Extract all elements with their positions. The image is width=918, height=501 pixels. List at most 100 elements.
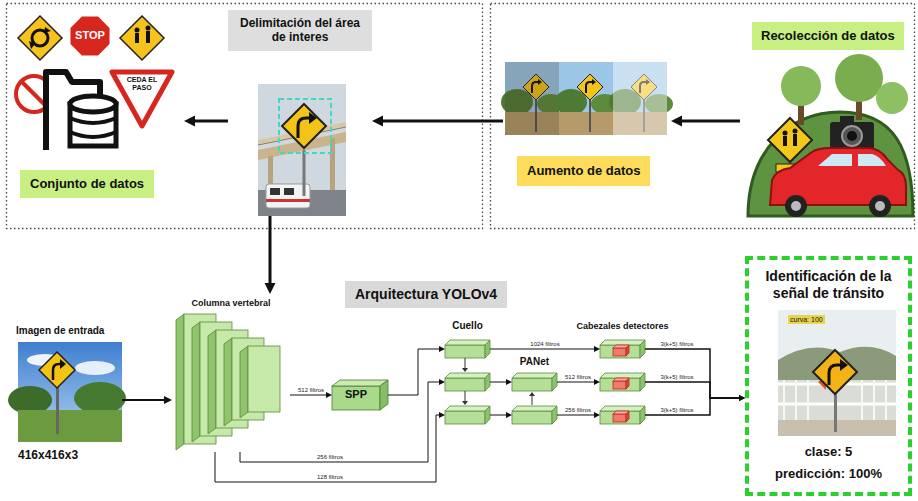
- connector-line: [290, 395, 326, 396]
- input-size: 416x416x3: [18, 448, 78, 462]
- stage-tag: Delimitación del área de interes: [228, 10, 372, 51]
- connector: [671, 116, 740, 127]
- label-holder: 3(k+5) filtros: [659, 374, 694, 381]
- detector-blocks: [600, 340, 645, 424]
- text-holder: Cabezales detectores: [560, 321, 685, 332]
- connector-line: [645, 349, 739, 398]
- label-holder: 512 filtros: [297, 387, 325, 394]
- connector: [215, 412, 445, 482]
- label-holder: 1024 filtros: [529, 341, 560, 348]
- text-holder: Recolección de datos: [752, 22, 904, 50]
- result-photo: [778, 310, 896, 436]
- arrowhead: [326, 392, 332, 398]
- section-title: Arquitectura YOLOv4: [345, 281, 507, 308]
- connector-line: [645, 398, 739, 415]
- arrowhead: [164, 396, 172, 404]
- connector: [645, 395, 745, 415]
- text-holder: 416x416x3: [18, 448, 78, 462]
- augmented-photos: [501, 62, 673, 135]
- label-holder: 3(k+5) filtros: [659, 407, 694, 414]
- augmentation-group: Aumento de datos: [503, 58, 671, 194]
- text-holder: Delimitación del área de interes: [228, 10, 372, 51]
- connector: [645, 349, 745, 401]
- text-holder: Columna vertebral: [172, 298, 290, 309]
- result-class: clase: 5: [805, 444, 853, 460]
- connector: [122, 396, 172, 404]
- text-holder: PANet: [492, 356, 577, 368]
- image-caption: Imagen de entrada: [16, 325, 104, 337]
- connector-line: [490, 415, 506, 416]
- result-score: predicción: 100%: [775, 466, 882, 482]
- text-holder: SPP: [332, 388, 380, 401]
- connector-line: [557, 382, 594, 383]
- connector-line: [388, 349, 439, 395]
- arrowhead: [439, 379, 445, 385]
- connector-line: [240, 382, 439, 462]
- block-heading: PANet: [520, 356, 549, 368]
- connector-line: [557, 415, 594, 416]
- arrowhead: [439, 412, 445, 418]
- text-holder: Conjunto de datos: [20, 170, 154, 198]
- sign-text: STOP: [75, 29, 105, 42]
- connector-line: [269, 216, 272, 283]
- collection-illustration: [748, 54, 913, 217]
- detection-tag: curva: 100: [788, 315, 825, 324]
- text-holder: Identificación de la señal de tránsito: [755, 268, 902, 302]
- connector: [490, 379, 512, 385]
- edge-label: 512 filtros: [564, 374, 592, 381]
- arrowhead: [372, 116, 383, 127]
- label-holder: 3(k+5) filtros: [659, 341, 694, 348]
- result-title: Identificación de la señal de tránsito: [755, 268, 902, 302]
- neck: Cuello: [445, 340, 490, 424]
- label-holder: 256 filtros: [316, 454, 344, 461]
- block-heading: Cuello: [452, 320, 483, 332]
- spp-block: SPP: [332, 380, 388, 410]
- edge-label: 128 filtros: [316, 474, 344, 481]
- edge-label: 3(k+5) filtros: [659, 374, 694, 381]
- connector-line: [682, 120, 740, 123]
- stage-tag: Recolección de datos: [752, 22, 904, 50]
- connector-line: [645, 382, 739, 398]
- backbone-layers: [176, 314, 280, 450]
- stage-tag: Aumento de datos: [517, 156, 650, 186]
- result-box: Identificación de la señal de tránsito cl…: [745, 256, 912, 496]
- block-heading: Columna vertebral: [191, 298, 270, 309]
- sign-text: CEDA EL PASO: [124, 76, 160, 92]
- edge-label: 3(k+5) filtros: [659, 341, 694, 348]
- arrowhead: [594, 412, 600, 418]
- text-holder: Aumento de datos: [517, 156, 650, 186]
- connector-line: [122, 399, 164, 401]
- label-holder: 128 filtros: [316, 474, 344, 481]
- edge-label: 1024 filtros: [529, 341, 560, 348]
- label-holder: 256 filtros: [564, 407, 592, 414]
- arrowhead: [265, 283, 276, 294]
- architecture-title: Arquitectura YOLOv4: [345, 281, 507, 308]
- edge-label: 256 filtros: [564, 407, 592, 414]
- text-holder: clase: 5: [755, 444, 902, 460]
- block-label: SPP: [345, 388, 367, 401]
- edge-label: 3(k+5) filtros: [659, 407, 694, 414]
- connector: [388, 346, 445, 395]
- text-holder: Imagen de entrada: [16, 325, 104, 337]
- edge-label: 256 filtros: [316, 454, 344, 461]
- arrowhead: [594, 346, 600, 352]
- panet-blocks: [512, 373, 557, 424]
- roi-group: Delimitación del área de interes: [228, 10, 372, 216]
- label-holder: 512 filtros: [564, 374, 592, 381]
- block-heading: Cabezales detectores: [576, 321, 668, 332]
- connector: [265, 216, 276, 294]
- neck-blocks: [445, 340, 490, 424]
- roi-photo: [258, 84, 346, 216]
- arrowhead: [439, 346, 445, 352]
- label-holder: curva: 100: [788, 315, 825, 324]
- label-holder: STOP: [72, 29, 108, 42]
- connector: [240, 379, 445, 462]
- label-holder: CEDA EL PASO: [124, 76, 160, 92]
- spp-shape: [332, 380, 388, 410]
- connector: [490, 412, 512, 418]
- input-image: Imagen de entrada416x416x3: [18, 342, 122, 442]
- connector: [372, 116, 503, 127]
